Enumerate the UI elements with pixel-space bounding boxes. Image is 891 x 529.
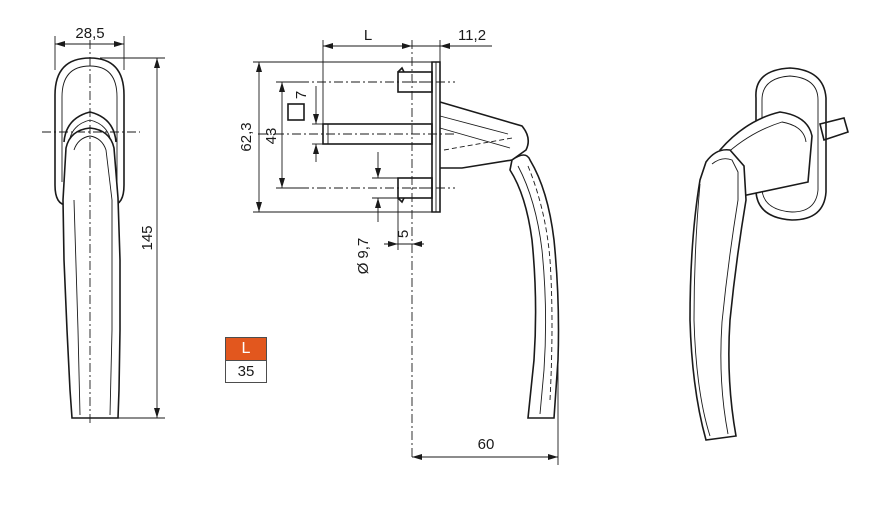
side-base-plate — [431, 61, 441, 213]
dim-height-inner: 43 — [263, 128, 280, 145]
square-symbol-icon — [287, 103, 305, 121]
side-view: L 11,2 62,3 43 7 — [238, 27, 560, 465]
iso-rosette — [755, 67, 827, 221]
dim-projection: 60 — [478, 436, 495, 453]
svg-text:Ø9,7: Ø 9,7 — [355, 238, 372, 275]
dim-width-top: 28,5 — [75, 25, 104, 42]
dim-height-total: 145 — [139, 225, 156, 250]
diameter-symbol: Ø — [355, 262, 372, 274]
front-view: 28,5 145 — [42, 25, 165, 425]
dim-spindle-length: L — [364, 27, 372, 44]
legend-label: L — [225, 337, 267, 361]
dim-offset: 5 — [395, 230, 412, 238]
dim-square-spindle: 7 — [293, 91, 310, 99]
legend-value: 35 — [225, 361, 267, 383]
front-lever — [62, 127, 121, 419]
dim-base-thickness: 11,2 — [458, 27, 486, 44]
dim-height-outer: 62,3 — [238, 122, 255, 151]
dim-hole-diameter: 9,7 — [355, 238, 372, 259]
isometric-view — [689, 67, 849, 441]
iso-lever — [689, 148, 747, 441]
side-lever — [509, 154, 560, 419]
